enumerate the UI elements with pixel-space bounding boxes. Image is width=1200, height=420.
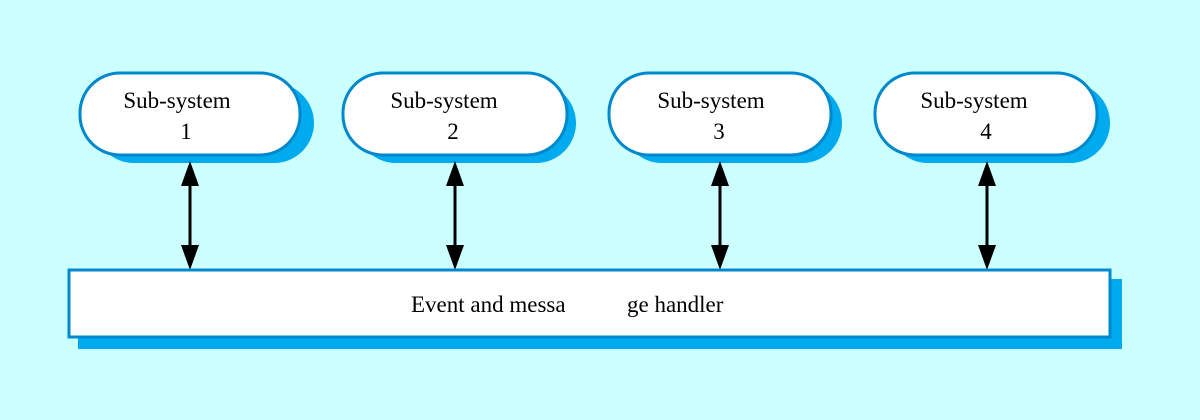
connector-arrow-2	[446, 161, 464, 270]
subsystem-node-3: Sub-system 3	[607, 71, 842, 163]
event-message-handler: Event and messa ge handler	[67, 268, 1122, 349]
subsystem-2-number: 2	[447, 119, 459, 144]
arrow-up-icon	[446, 161, 464, 186]
subsystem-1-number: 1	[180, 119, 192, 144]
subsystem-1-shape	[78, 71, 302, 157]
connector-arrow-3	[711, 161, 729, 270]
arrow-up-icon	[181, 161, 199, 186]
handler-label-part1: Event and messa	[411, 292, 566, 317]
subsystem-3-number: 3	[713, 119, 725, 144]
subsystem-node-4: Sub-system 4	[873, 71, 1110, 163]
subsystem-node-2: Sub-system 2	[341, 71, 576, 163]
arrow-up-icon	[978, 161, 996, 186]
subsystem-2-shape	[341, 71, 569, 157]
subsystem-4-title: Sub-system	[920, 88, 1027, 113]
handler-shape	[67, 268, 1112, 339]
arrow-down-icon	[181, 245, 199, 270]
subsystem-1-title: Sub-system	[123, 88, 230, 113]
connector-arrow-1	[181, 161, 199, 270]
subsystem-3-shape	[607, 71, 833, 157]
connector-arrow-4	[978, 161, 996, 270]
arrow-down-icon	[711, 245, 729, 270]
subsystem-2-title: Sub-system	[390, 88, 497, 113]
subsystem-4-shape	[873, 71, 1099, 157]
handler-label-part2: ge handler	[627, 292, 724, 317]
subsystem-3-title: Sub-system	[657, 88, 764, 113]
subsystem-node-1: Sub-system 1	[78, 71, 314, 163]
arrow-up-icon	[711, 161, 729, 186]
arrow-down-icon	[446, 245, 464, 270]
arrow-down-icon	[978, 245, 996, 270]
subsystem-4-number: 4	[980, 119, 992, 144]
